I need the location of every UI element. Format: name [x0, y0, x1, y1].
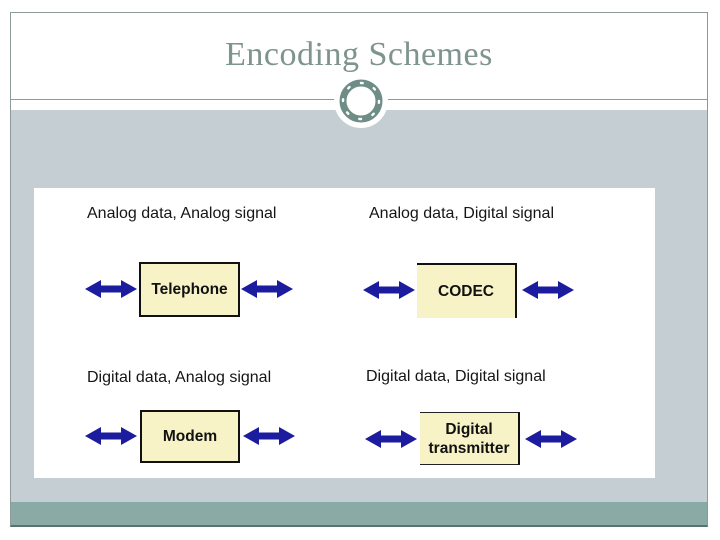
device-label: Telephone: [151, 281, 228, 298]
encoding-diagram-panel: Analog data, Analog signal Telephone Ana…: [34, 188, 655, 478]
quadrant-label-digital-digital: Digital data, Digital signal: [366, 368, 546, 385]
quadrant-label-digital-analog: Digital data, Analog signal: [87, 369, 272, 386]
device-box-digital-transmitter: Digital transmitter: [420, 412, 520, 465]
ring-ornament-icon: [334, 74, 388, 128]
device-box-codec: CODEC: [417, 263, 517, 318]
device-box-telephone: Telephone: [139, 262, 240, 317]
footer-bar: [11, 502, 707, 525]
slide-title: Encoding Schemes: [225, 36, 493, 73]
double-headed-arrow-icon: [522, 281, 574, 299]
device-label: Digital transmitter: [428, 420, 510, 457]
device-label: CODEC: [438, 283, 494, 300]
double-headed-arrow-icon: [243, 427, 295, 445]
double-headed-arrow-icon: [85, 280, 137, 298]
double-headed-arrow-icon: [241, 280, 293, 298]
device-box-modem: Modem: [140, 410, 240, 463]
double-headed-arrow-icon: [525, 430, 577, 448]
double-headed-arrow-icon: [365, 430, 417, 448]
slide-frame: Encoding Schemes Analog data, Analog sig…: [10, 12, 708, 527]
double-headed-arrow-icon: [85, 427, 137, 445]
quadrant-label-analog-digital: Analog data, Digital signal: [369, 205, 555, 222]
device-label: Modem: [162, 428, 218, 445]
quadrant-label-analog-analog: Analog data, Analog signal: [87, 205, 277, 222]
double-headed-arrow-icon: [363, 281, 415, 299]
